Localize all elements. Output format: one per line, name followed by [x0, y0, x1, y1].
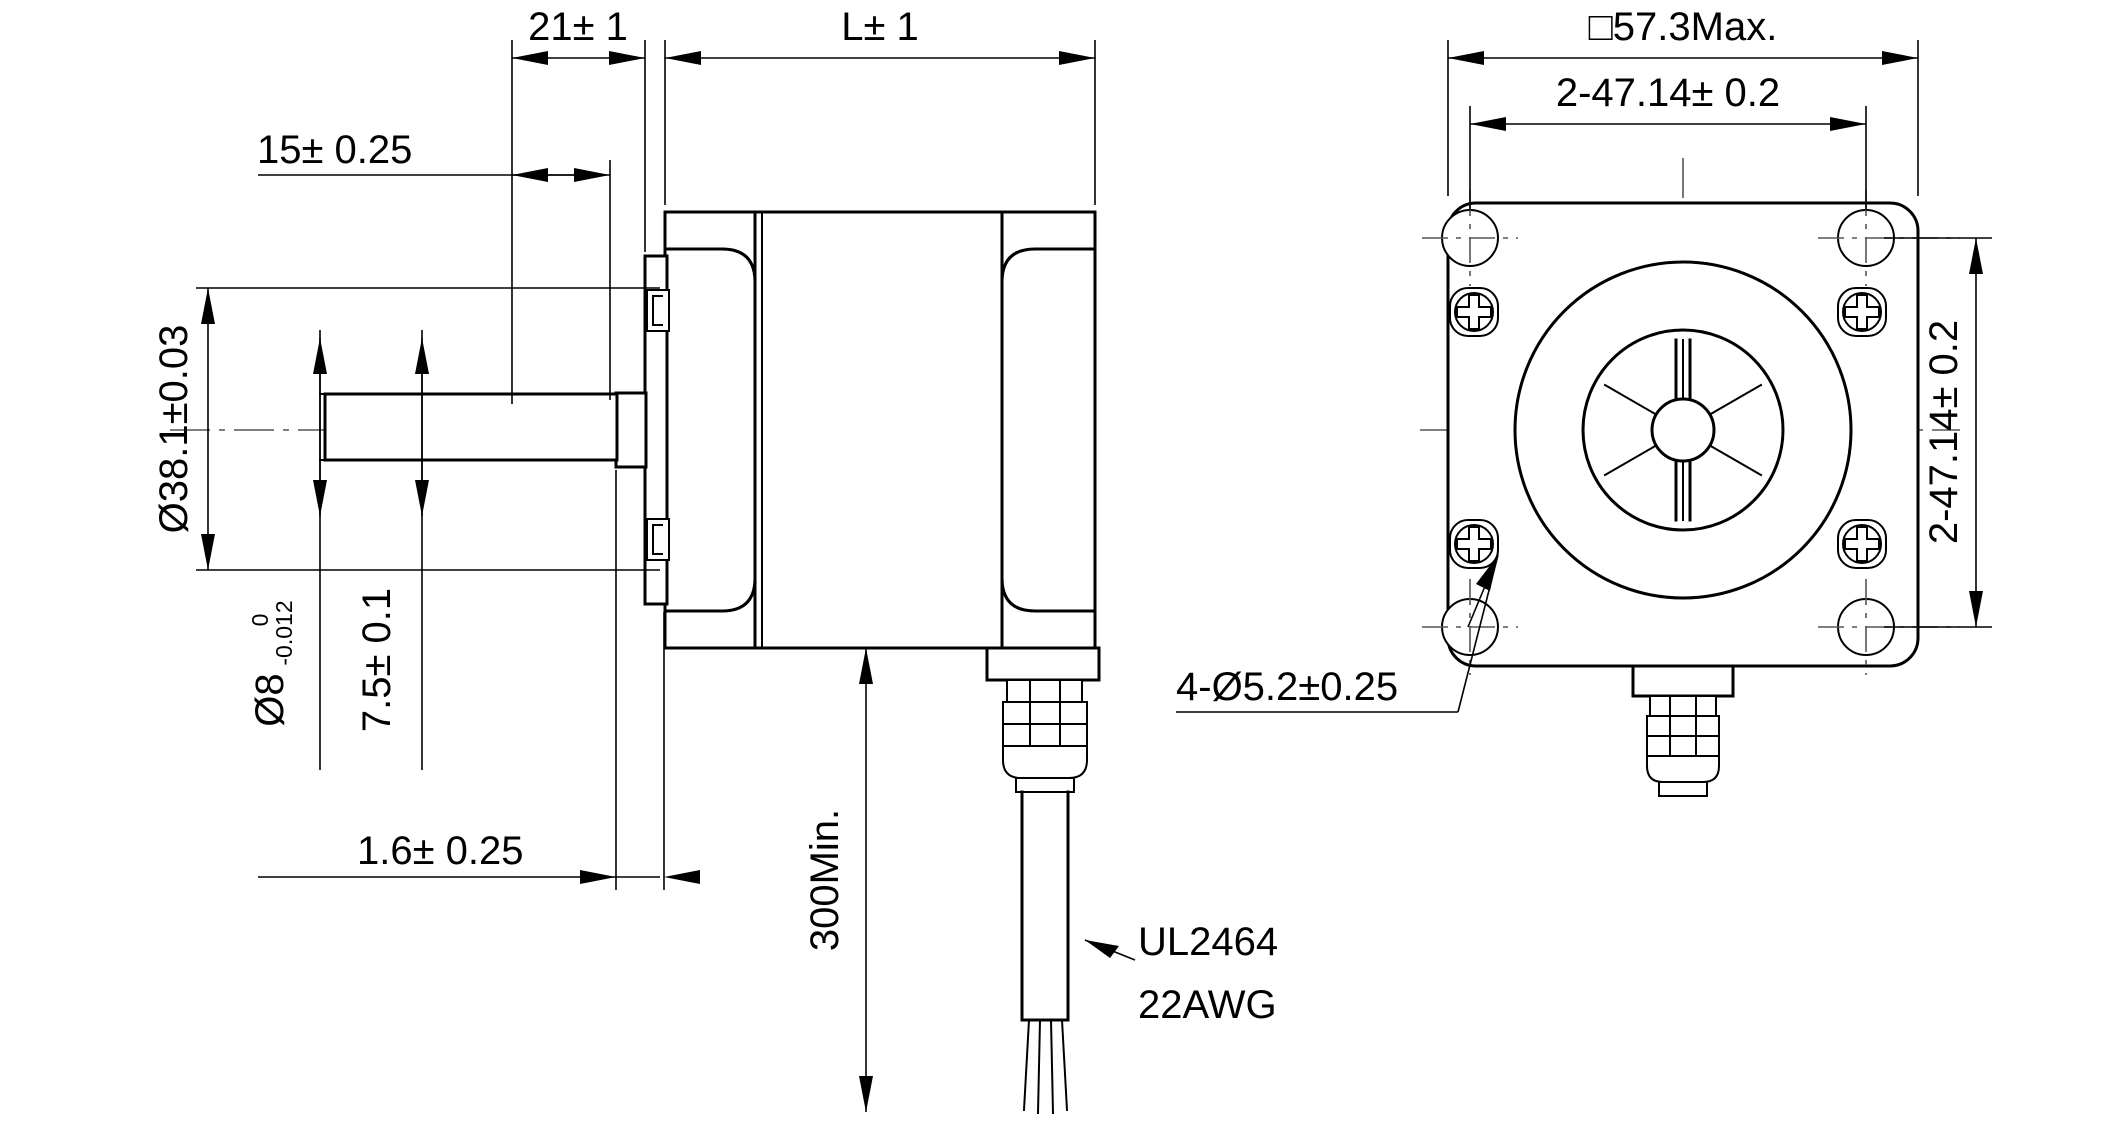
dim-4714h-label: 2-47.14± 0.2: [1556, 71, 1780, 115]
mounting-screw-bottom-left: [1449, 519, 1499, 569]
hole-callout-leader-2: [1457, 554, 1499, 713]
conductor-1: [1022, 1018, 1031, 1112]
gland-collar-2: [1002, 701, 1088, 725]
dimension-21: 21± 1: [511, 5, 646, 404]
gland-nose: [1002, 745, 1088, 779]
dim-d8-arrow-top: [313, 338, 327, 374]
strain-relief: [1015, 777, 1075, 793]
dim-d8-tol-lower: -0.012: [271, 600, 297, 665]
dimension-d8: Ø8 0 -0.012: [247, 330, 401, 770]
callout-cable-spec: UL2464 22AWG: [1084, 920, 1278, 1027]
dim-57-arrow-left: [1448, 51, 1484, 65]
front-gland-collar-1: [1649, 695, 1717, 717]
dim-4714v-label: 2-47.14± 0.2: [1922, 320, 1966, 544]
dim-hole-label: 4-Ø5.2±0.25: [1176, 665, 1398, 709]
dim-1-6-arrow-right: [664, 870, 700, 884]
conductor-2: [1036, 1018, 1042, 1115]
dimension-15: 15± 0.25: [257, 128, 611, 400]
front-gland-nose: [1646, 755, 1720, 783]
front-shaft-hub: [1603, 338, 1763, 522]
dim-d8-label: Ø8: [248, 673, 292, 726]
dimension-L: L± 1: [664, 5, 1096, 205]
front-shaft-circle: [1650, 397, 1716, 463]
gland-collar-3: [1002, 723, 1088, 747]
front-cable-gland: [1631, 664, 1735, 797]
endbell-top-left-chamfer: [663, 247, 757, 284]
callout-mounting-hole: 4-Ø5.2±0.25: [1176, 554, 1499, 713]
dim-15-arrow-left: [512, 168, 548, 182]
dim-15-arrow-right: [574, 168, 610, 182]
pilot-boss: [614, 391, 648, 469]
dim-7-5-arrow-bottom: [415, 480, 429, 516]
endbell-top-right-chamfer: [1000, 247, 1097, 284]
dim-L-label: L± 1: [841, 5, 919, 49]
gland-base-plate: [985, 646, 1101, 682]
mounting-screw-bottom-right: [1837, 519, 1887, 569]
gland-collar-1: [1006, 679, 1083, 703]
dim-L-arrow-left: [665, 51, 701, 65]
dim-d8-tol-upper: 0: [247, 614, 273, 627]
dim-21-arrow-right: [609, 51, 645, 65]
dimension-300min: 300Min.: [803, 648, 873, 1112]
conductor-4: [1060, 1018, 1069, 1112]
dimension-1-6: 1.6± 0.25: [258, 470, 700, 890]
dim-15-label: 15± 0.25: [257, 128, 412, 172]
conductor-3: [1049, 1018, 1055, 1115]
dim-21-label: 21± 1: [528, 5, 628, 49]
dim-38-arrow-bottom: [201, 534, 215, 570]
dim-4714h-arrow-left: [1470, 117, 1506, 131]
dim-d8-arrow-bottom: [313, 480, 327, 516]
dim-L-arrow-right: [1059, 51, 1095, 65]
motor-cable: [1020, 790, 1070, 1115]
dim-57-arrow-right: [1882, 51, 1918, 65]
flange-hole-lower: [646, 518, 670, 561]
dimension-7-5: 7.5± 0.1: [355, 330, 429, 770]
dim-7-5-arrow-top: [415, 338, 429, 374]
dim-4714v-arrow-bottom: [1969, 591, 1983, 627]
dim-1-6-arrow-left: [580, 870, 616, 884]
flange-hole-upper: [646, 289, 670, 332]
front-strain-relief: [1658, 781, 1708, 797]
dim-1-6-label: 1.6± 0.25: [357, 829, 524, 873]
dimension-4714-vertical: 2-47.14± 0.2: [1884, 237, 1992, 628]
dimension-57-3: □57.3Max.: [1447, 5, 1919, 196]
dim-300-arrow-bottom: [859, 1076, 873, 1112]
dimension-4714-horizontal: 2-47.14± 0.2: [1469, 71, 1867, 210]
dim-21-arrow-left: [512, 51, 548, 65]
side-view-group: 21± 1 L± 1 15± 0.25 Ø38.1±0.0: [152, 5, 1278, 1115]
front-gland-base: [1631, 664, 1735, 698]
dim-4714h-arrow-right: [1830, 117, 1866, 131]
cable-spec-line2: 22AWG: [1138, 983, 1277, 1027]
dimension-38-1: Ø38.1±0.03: [152, 287, 660, 571]
output-shaft: [323, 392, 619, 462]
hole-callout-arrow: [1476, 555, 1498, 591]
cable-callout-arrow: [1085, 940, 1119, 958]
dim-38-label: Ø38.1±0.03: [152, 325, 196, 534]
dim-4714v-arrow-top: [1969, 238, 1983, 274]
dim-38-arrow-top: [201, 288, 215, 324]
front-gland-collar-2: [1646, 715, 1720, 737]
endbell-bottom-left-chamfer: [663, 576, 757, 613]
dim-57-label: □57.3Max.: [1589, 5, 1778, 49]
cable-spec-line1: UL2464: [1138, 920, 1278, 964]
cable-gland-assembly: [985, 646, 1101, 793]
dim-300-label: 300Min.: [803, 809, 847, 951]
motor-body-outline: [663, 210, 1097, 650]
mounting-screw-top-right: [1837, 287, 1887, 337]
front-view-group: □57.3Max. 2-47.14± 0.2 2-47.14± 0.2: [1176, 5, 1992, 797]
endbell-bottom-right-chamfer: [1000, 576, 1097, 613]
dim-300-arrow-top: [859, 648, 873, 684]
front-gland-collar-3: [1646, 735, 1720, 757]
dim-7-5-label: 7.5± 0.1: [355, 588, 399, 732]
mounting-screw-top-left: [1449, 287, 1499, 337]
